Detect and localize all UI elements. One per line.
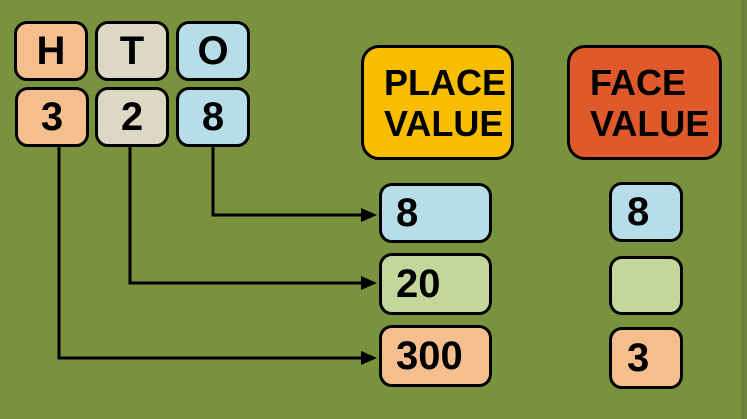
face-value-header-line1: FACE xyxy=(590,61,687,103)
arrow-tens xyxy=(128,147,377,290)
place-value-header-line1: PLACE xyxy=(384,61,507,103)
place-value-box-tens: 20 xyxy=(379,253,492,315)
digit-ones: 8 xyxy=(176,87,250,147)
place-value-header-line2: VALUE xyxy=(384,102,504,144)
arrow-hundreds xyxy=(57,147,377,365)
face-value-header: FACE VALUE xyxy=(567,45,722,160)
column-letter-hundreds: H xyxy=(14,21,88,81)
column-letter-tens: T xyxy=(95,21,169,81)
digit-hundreds: 3 xyxy=(15,87,89,147)
face-value-box-tens xyxy=(609,256,683,315)
place-value-box-ones: 8 xyxy=(379,183,492,243)
face-value-box-ones: 8 xyxy=(609,182,683,242)
digit-tens: 2 xyxy=(95,87,169,147)
slide-edge-shade xyxy=(741,0,747,419)
place-value-header: PLACE VALUE xyxy=(361,45,514,160)
column-letter-ones: O xyxy=(176,21,250,81)
arrow-ones xyxy=(211,147,377,222)
face-value-box-hundreds: 3 xyxy=(609,327,683,389)
place-value-box-hundreds: 300 xyxy=(379,325,492,387)
face-value-header-line2: VALUE xyxy=(590,102,710,144)
